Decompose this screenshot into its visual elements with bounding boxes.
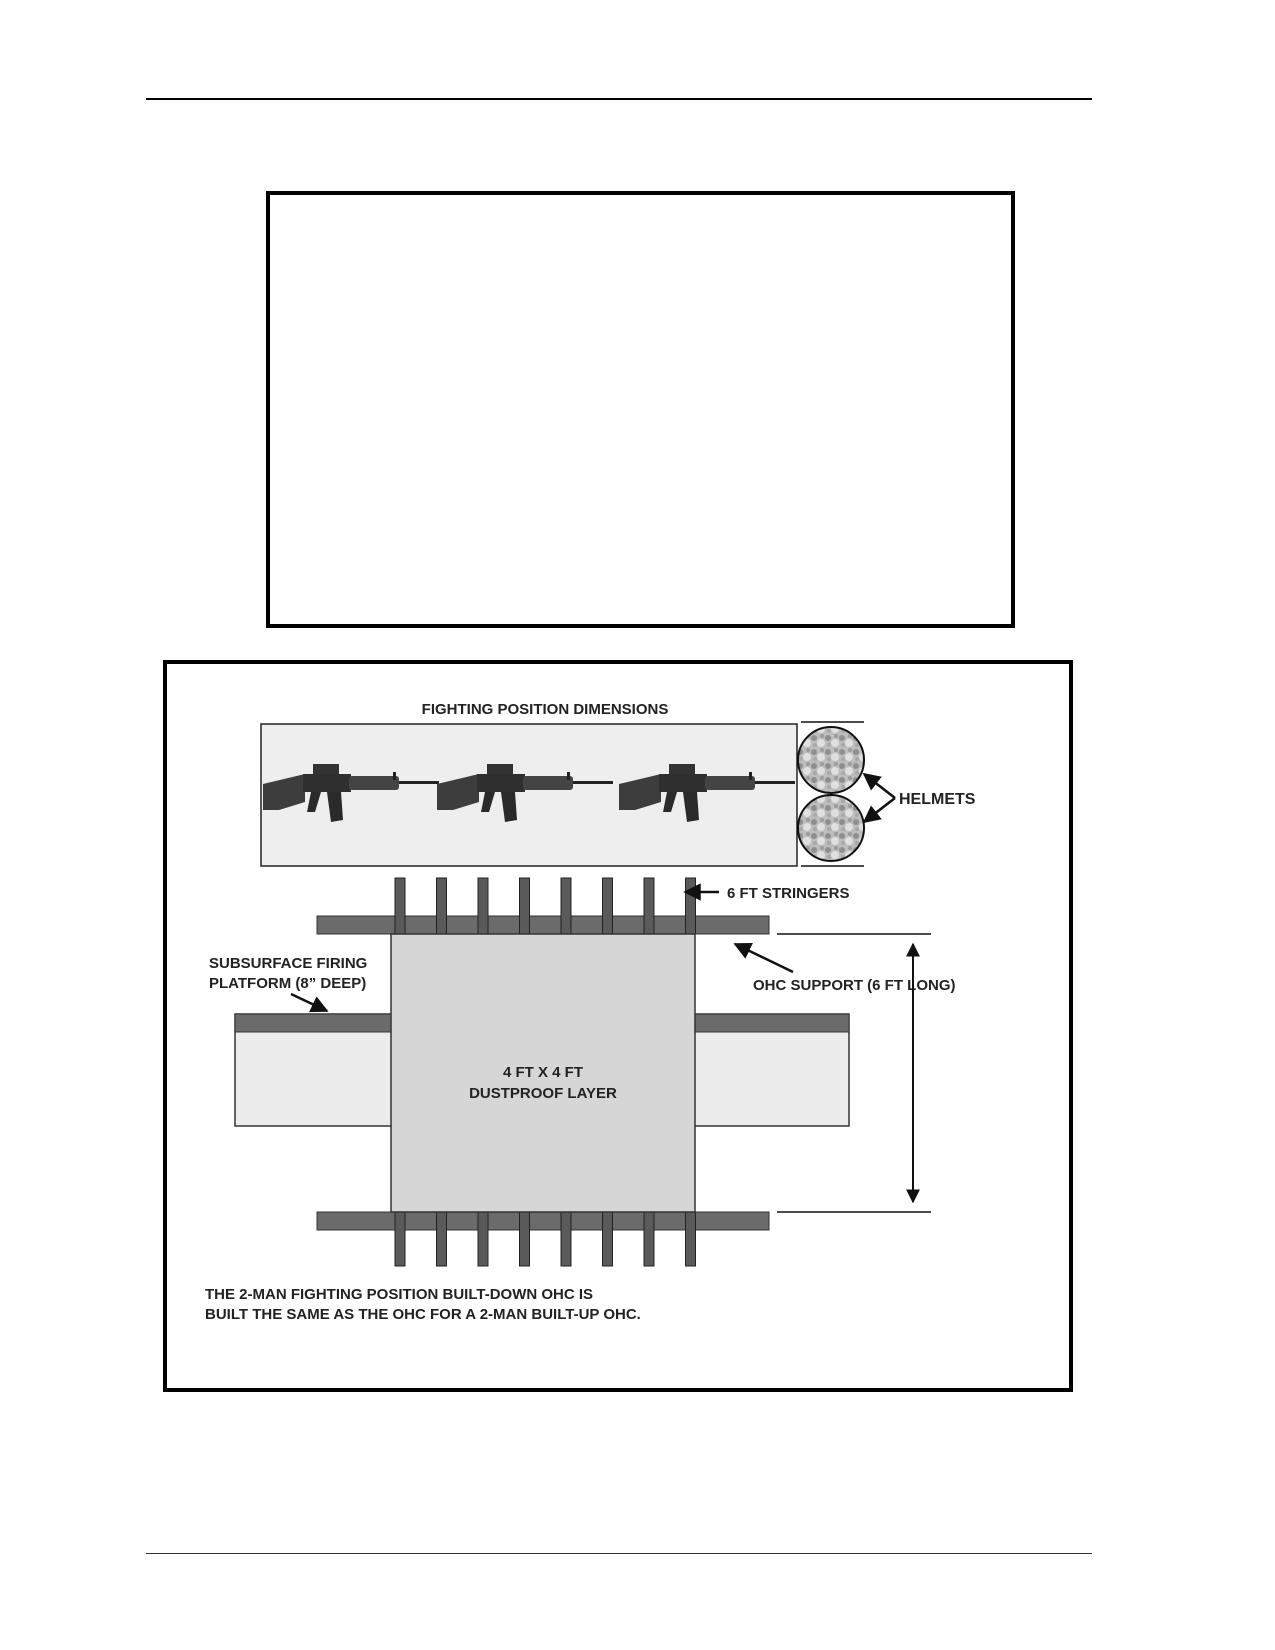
helmets-arrow-upper [862,772,896,799]
helmet-icon [797,726,865,794]
helmets-label: HELMETS [899,791,976,808]
ohc-support-upper [316,915,770,935]
stringer-bottom [394,1211,406,1267]
ohc-support-lower [316,1211,770,1231]
stringers-bottom [394,1211,696,1267]
stringer-top [477,877,489,935]
stringer-bottom [602,1211,613,1267]
subsurface-label-line2: PLATFORM (8” DEEP) [209,975,366,992]
ohc-support-label: OHC SUPPORT (6 FT LONG) [753,977,956,994]
stringer-top [643,877,655,935]
dimension-box [260,723,798,867]
ohc-support-arrow [733,942,794,974]
helmet-row [797,726,865,862]
rifle-icon [619,764,795,822]
stringer-top [436,877,447,935]
dustproof-label-line1: 4 FT X 4 FT [503,1064,583,1081]
rifle-icon [263,764,439,822]
stringer-bottom [560,1211,572,1267]
stringer-top [602,877,613,935]
stringer-bottom [519,1211,530,1267]
subsurface-arrow [290,992,329,1013]
stringer-top [685,877,696,935]
figure-frame: FIGHTING POSITION DIMENSIONS HELMETS 4 F… [163,660,1073,1392]
dustproof-label-line2: DUSTPROOF LAYER [469,1085,617,1102]
rifle-row [263,764,795,822]
stringer-bottom [477,1211,489,1267]
stringer-bottom [643,1211,655,1267]
subsurface-label-line1: SUBSURFACE FIRING [209,955,367,972]
dustproof-layer [390,933,696,1213]
helmet-icon [797,794,865,862]
stringer-top [519,877,530,935]
stringer-bottom [685,1211,696,1267]
stringers-label: 6 FT STRINGERS [727,885,850,902]
caption-line1: THE 2-MAN FIGHTING POSITION BUILT-DOWN O… [205,1286,593,1303]
helmets-arrow-lower [862,797,896,824]
caption-line2: BUILT THE SAME AS THE OHC FOR A 2-MAN BU… [205,1306,641,1323]
footer-rule [146,1553,1092,1554]
stringer-top [560,877,572,935]
fighting-position-diagram: FIGHTING POSITION DIMENSIONS HELMETS 4 F… [205,701,976,1323]
blank-frame [266,191,1015,628]
header-rule [146,98,1092,100]
rifle-icon [437,764,613,822]
stringer-bottom [436,1211,447,1267]
figure-title: FIGHTING POSITION DIMENSIONS [422,701,669,718]
stringer-top [394,877,406,935]
